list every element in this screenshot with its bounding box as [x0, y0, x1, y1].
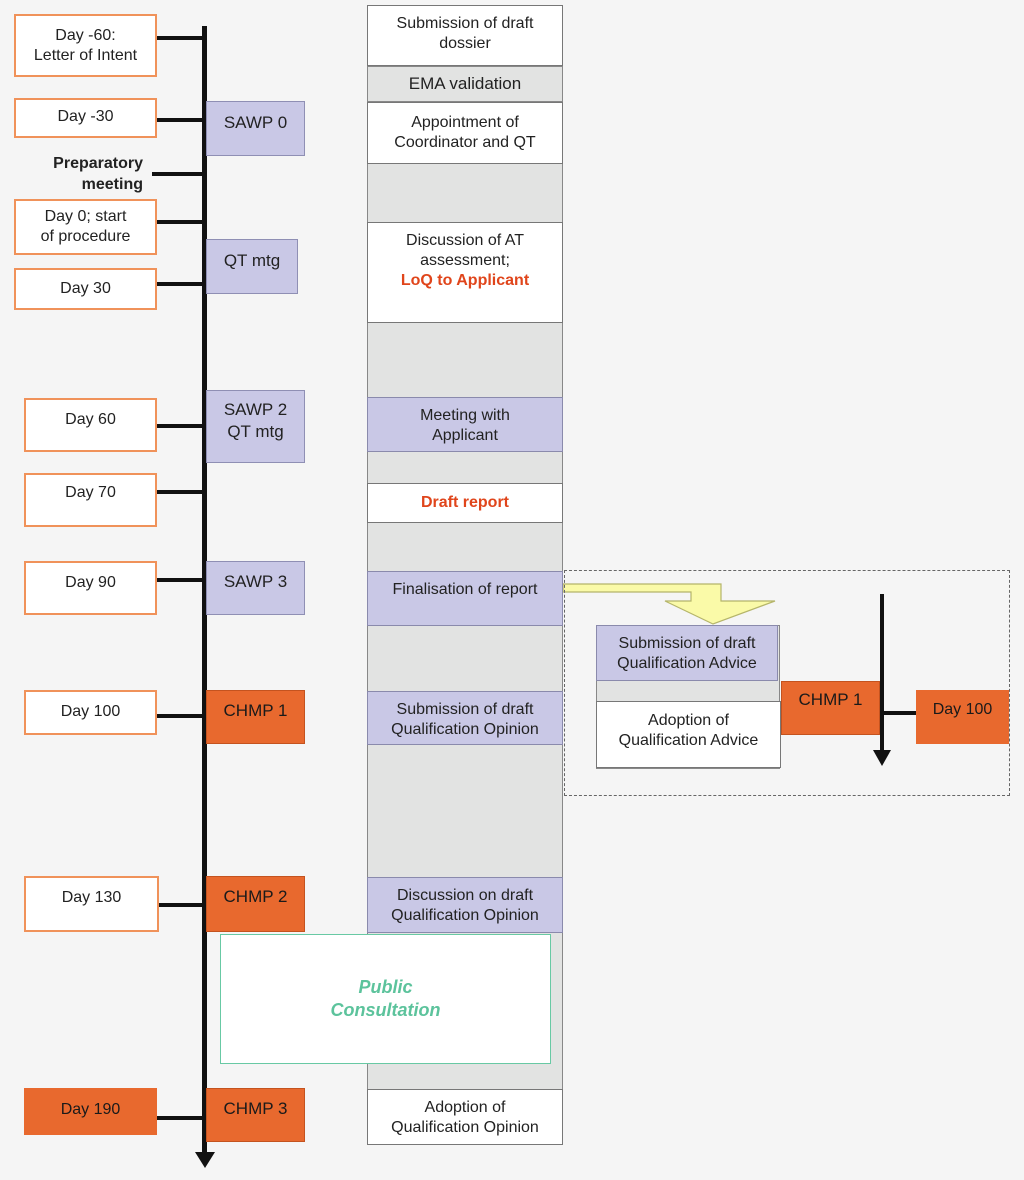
- step-adoption-qo: Adoption of Qualification Opinion: [367, 1089, 563, 1145]
- day-minus-30-box: Day -30: [14, 98, 157, 138]
- step-discussion-at: Discussion of AT assessment; LoQ to Appl…: [367, 222, 563, 323]
- step-submission-draft-qo: Submission of draft Qualification Opinio…: [367, 691, 563, 745]
- advice-chmp1-tag: CHMP 1: [781, 681, 880, 735]
- day-30-box: Day 30: [14, 268, 157, 310]
- loq-to-applicant-text: LoQ to Applicant: [400, 272, 530, 289]
- step-draft-report: Draft report: [367, 483, 563, 523]
- advice-timeline-axis: [880, 594, 884, 756]
- chmp3-tag: CHMP 3: [206, 1088, 305, 1142]
- tick-day-0: [156, 220, 204, 224]
- tick-day-190: [156, 1116, 204, 1120]
- tick-day-90: [156, 578, 204, 582]
- step-ema-validation: EMA validation: [367, 66, 563, 102]
- day-0-box: Day 0; start of procedure: [14, 199, 157, 255]
- public-consultation-box: Public Consultation: [220, 934, 551, 1064]
- advice-submission-draft-qa: Submission of draft Qualification Advice: [596, 625, 778, 681]
- tick-day-minus-60: [156, 36, 204, 40]
- day-70-box: Day 70: [24, 473, 157, 527]
- step-submission-draft-dossier: Submission of draft dossier: [367, 5, 563, 66]
- tick-preparatory: [152, 172, 204, 176]
- day-130-box: Day 130: [24, 876, 159, 932]
- preparatory-meeting-label: Preparatory meeting: [53, 155, 143, 193]
- branch-arrow: [563, 583, 776, 625]
- advice-day-100-box: Day 100: [916, 690, 1009, 744]
- tick-day-130: [158, 903, 204, 907]
- advice-tick-day-100: [882, 711, 916, 715]
- chmp1-tag: CHMP 1: [206, 690, 305, 744]
- day-90-box: Day 90: [24, 561, 157, 615]
- day-minus-60-box: Day -60: Letter of Intent: [14, 14, 157, 77]
- sawp0-tag: SAWP 0: [206, 101, 305, 156]
- day-190-box: Day 190: [24, 1088, 157, 1135]
- tick-day-70: [156, 490, 204, 494]
- advice-timeline-arrowhead: [873, 750, 891, 766]
- step-meeting-applicant: Meeting with Applicant: [367, 397, 563, 452]
- step-appointment: Appointment of Coordinator and QT: [367, 102, 563, 164]
- day-100-box: Day 100: [24, 690, 157, 735]
- chmp2-tag: CHMP 2: [206, 876, 305, 932]
- timeline-axis: [202, 26, 207, 1160]
- step-discussion-draft-qo: Discussion on draft Qualification Opinio…: [367, 877, 563, 933]
- tick-day-30: [156, 282, 204, 286]
- tick-day-100: [156, 714, 204, 718]
- advice-branch-region: [564, 570, 1010, 796]
- discussion-at-text: Discussion of AT assessment;: [406, 232, 524, 269]
- day-60-box: Day 60: [24, 398, 157, 452]
- sawp2-tag: SAWP 2 QT mtg: [206, 390, 305, 463]
- advice-adoption-qa: Adoption of Qualification Advice: [596, 701, 781, 768]
- step-finalisation: Finalisation of report: [367, 571, 563, 626]
- tick-day-minus-30: [156, 118, 204, 122]
- qt-mtg-tag: QT mtg: [206, 239, 298, 294]
- timeline-arrowhead: [195, 1152, 215, 1168]
- tick-day-60: [156, 424, 204, 428]
- sawp3-tag: SAWP 3: [206, 561, 305, 615]
